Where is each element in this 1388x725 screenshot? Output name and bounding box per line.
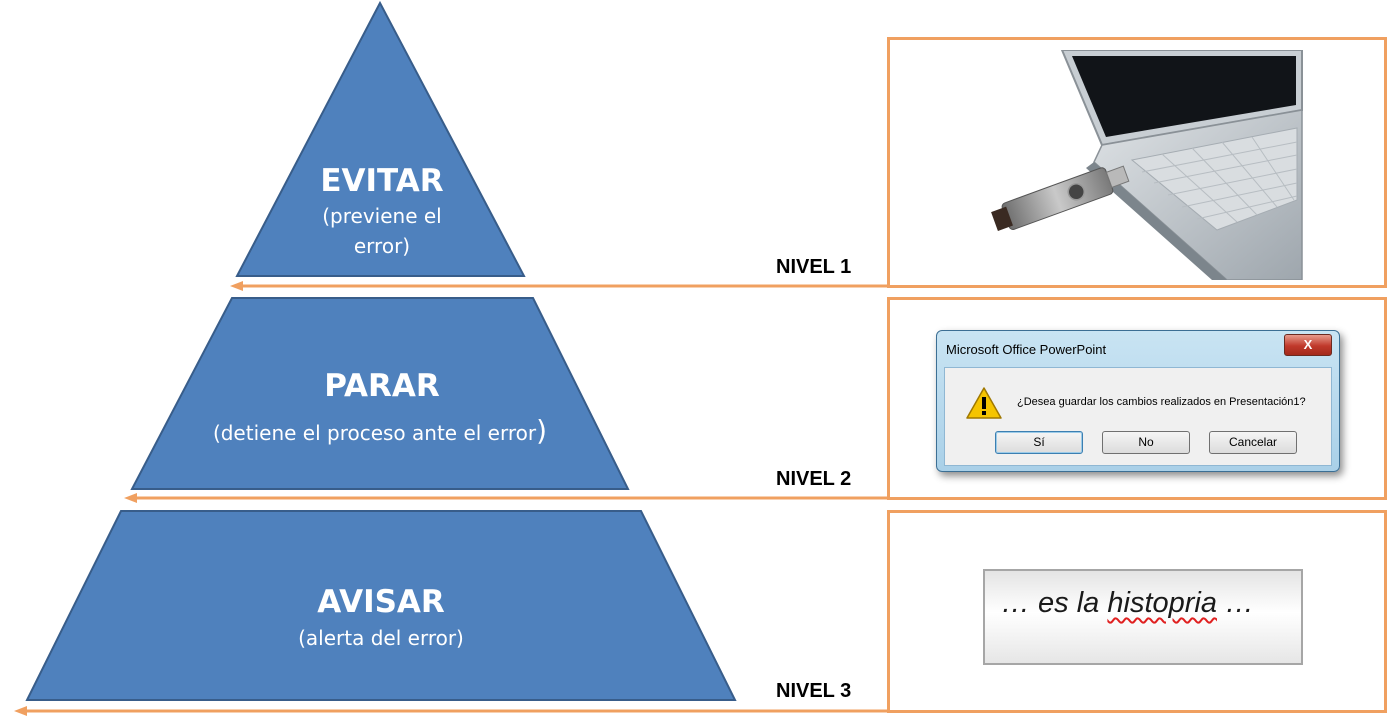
laptop-usb-image	[982, 50, 1312, 280]
tier-3-subtitle: (alerta del error)	[298, 626, 464, 650]
level-2-label: NIVEL 2	[776, 468, 851, 490]
level-3-label: NIVEL 3	[776, 680, 851, 702]
level-3-example-panel: … es la histopria …	[887, 510, 1387, 713]
dialog-message: ¿Desea guardar los cambios realizados en…	[1017, 396, 1306, 408]
spellcheck-prefix: … es la	[1001, 587, 1107, 619]
warning-icon	[965, 386, 1003, 420]
dialog-close-button[interactable]: X	[1284, 334, 1332, 356]
tier-3-title: AVISAR	[317, 584, 445, 620]
spellcheck-sample: … es la histopria …	[983, 569, 1303, 665]
cancel-button[interactable]: Cancelar	[1209, 431, 1297, 454]
spellcheck-text: … es la histopria …	[1001, 587, 1254, 620]
no-button[interactable]: No	[1102, 431, 1190, 454]
level-1-example-panel	[887, 37, 1387, 288]
save-changes-dialog: Microsoft Office PowerPoint X ¿Desea gua…	[936, 330, 1340, 472]
tier-1-subtitle-line1: (previene el	[322, 204, 441, 228]
level-2-example-panel: Microsoft Office PowerPoint X ¿Desea gua…	[887, 297, 1387, 500]
tier-1-subtitle-line2: error)	[354, 234, 410, 258]
tier-1-title: EVITAR	[320, 163, 443, 199]
dialog-body: ¿Desea guardar los cambios realizados en…	[944, 367, 1332, 466]
spellcheck-suffix: …	[1217, 587, 1254, 619]
level-1-label: NIVEL 1	[776, 256, 851, 278]
tier-2-subtitle-text: (detiene el proceso ante el error	[213, 421, 537, 445]
dialog-title: Microsoft Office PowerPoint	[946, 342, 1106, 357]
arrow-level-1	[230, 281, 887, 291]
yes-button[interactable]: Sí	[995, 431, 1083, 454]
arrow-level-3	[14, 706, 887, 716]
tier-2-title: PARAR	[324, 368, 440, 404]
misspelled-word: histopria	[1107, 587, 1217, 619]
arrow-level-2	[124, 493, 887, 503]
tier-2-subtitle-paren: )	[536, 414, 547, 447]
